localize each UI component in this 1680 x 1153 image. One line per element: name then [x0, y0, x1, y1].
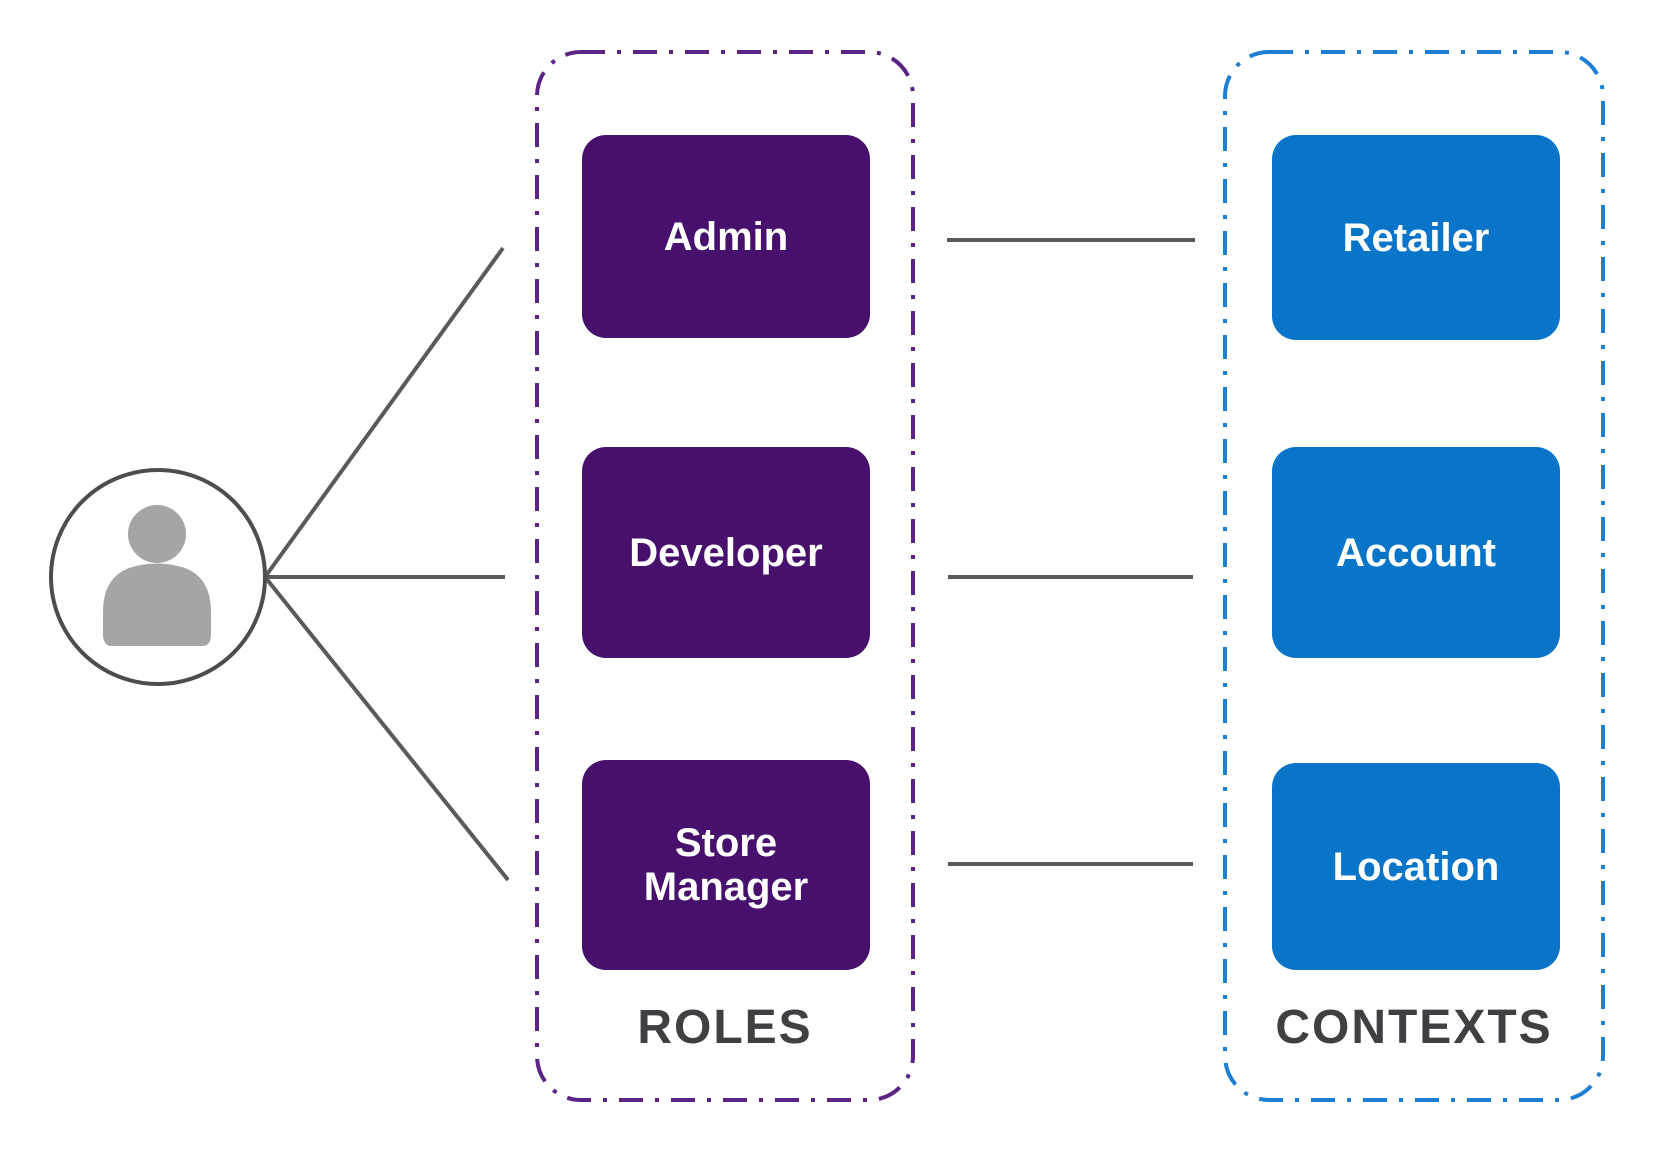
role-label-admin: Admin — [663, 214, 789, 259]
role-label-developer: Developer — [629, 530, 823, 575]
role-box-store-manager: Store Manager — [582, 760, 870, 970]
person-icon — [49, 468, 267, 686]
person-torso — [103, 563, 211, 646]
context-label-account: Account — [1336, 530, 1496, 575]
line-user-admin — [263, 246, 505, 579]
person-head — [128, 505, 186, 563]
roles-group-label: ROLES — [637, 1001, 813, 1054]
role-box-developer: Developer — [582, 447, 870, 658]
context-box-location: Location — [1272, 763, 1560, 970]
role-label-store-manager: Store Manager — [643, 821, 809, 909]
context-label-location: Location — [1332, 844, 1500, 889]
line-user-store-manager — [263, 575, 510, 882]
context-box-account: Account — [1272, 447, 1560, 658]
contexts-group-border — [1223, 50, 1605, 1102]
contexts-group-label: CONTEXTS — [1275, 1001, 1553, 1054]
role-box-admin: Admin — [582, 135, 870, 338]
roles-group-border — [535, 50, 915, 1102]
context-label-retailer: Retailer — [1342, 215, 1490, 260]
context-box-retailer: Retailer — [1272, 135, 1560, 340]
